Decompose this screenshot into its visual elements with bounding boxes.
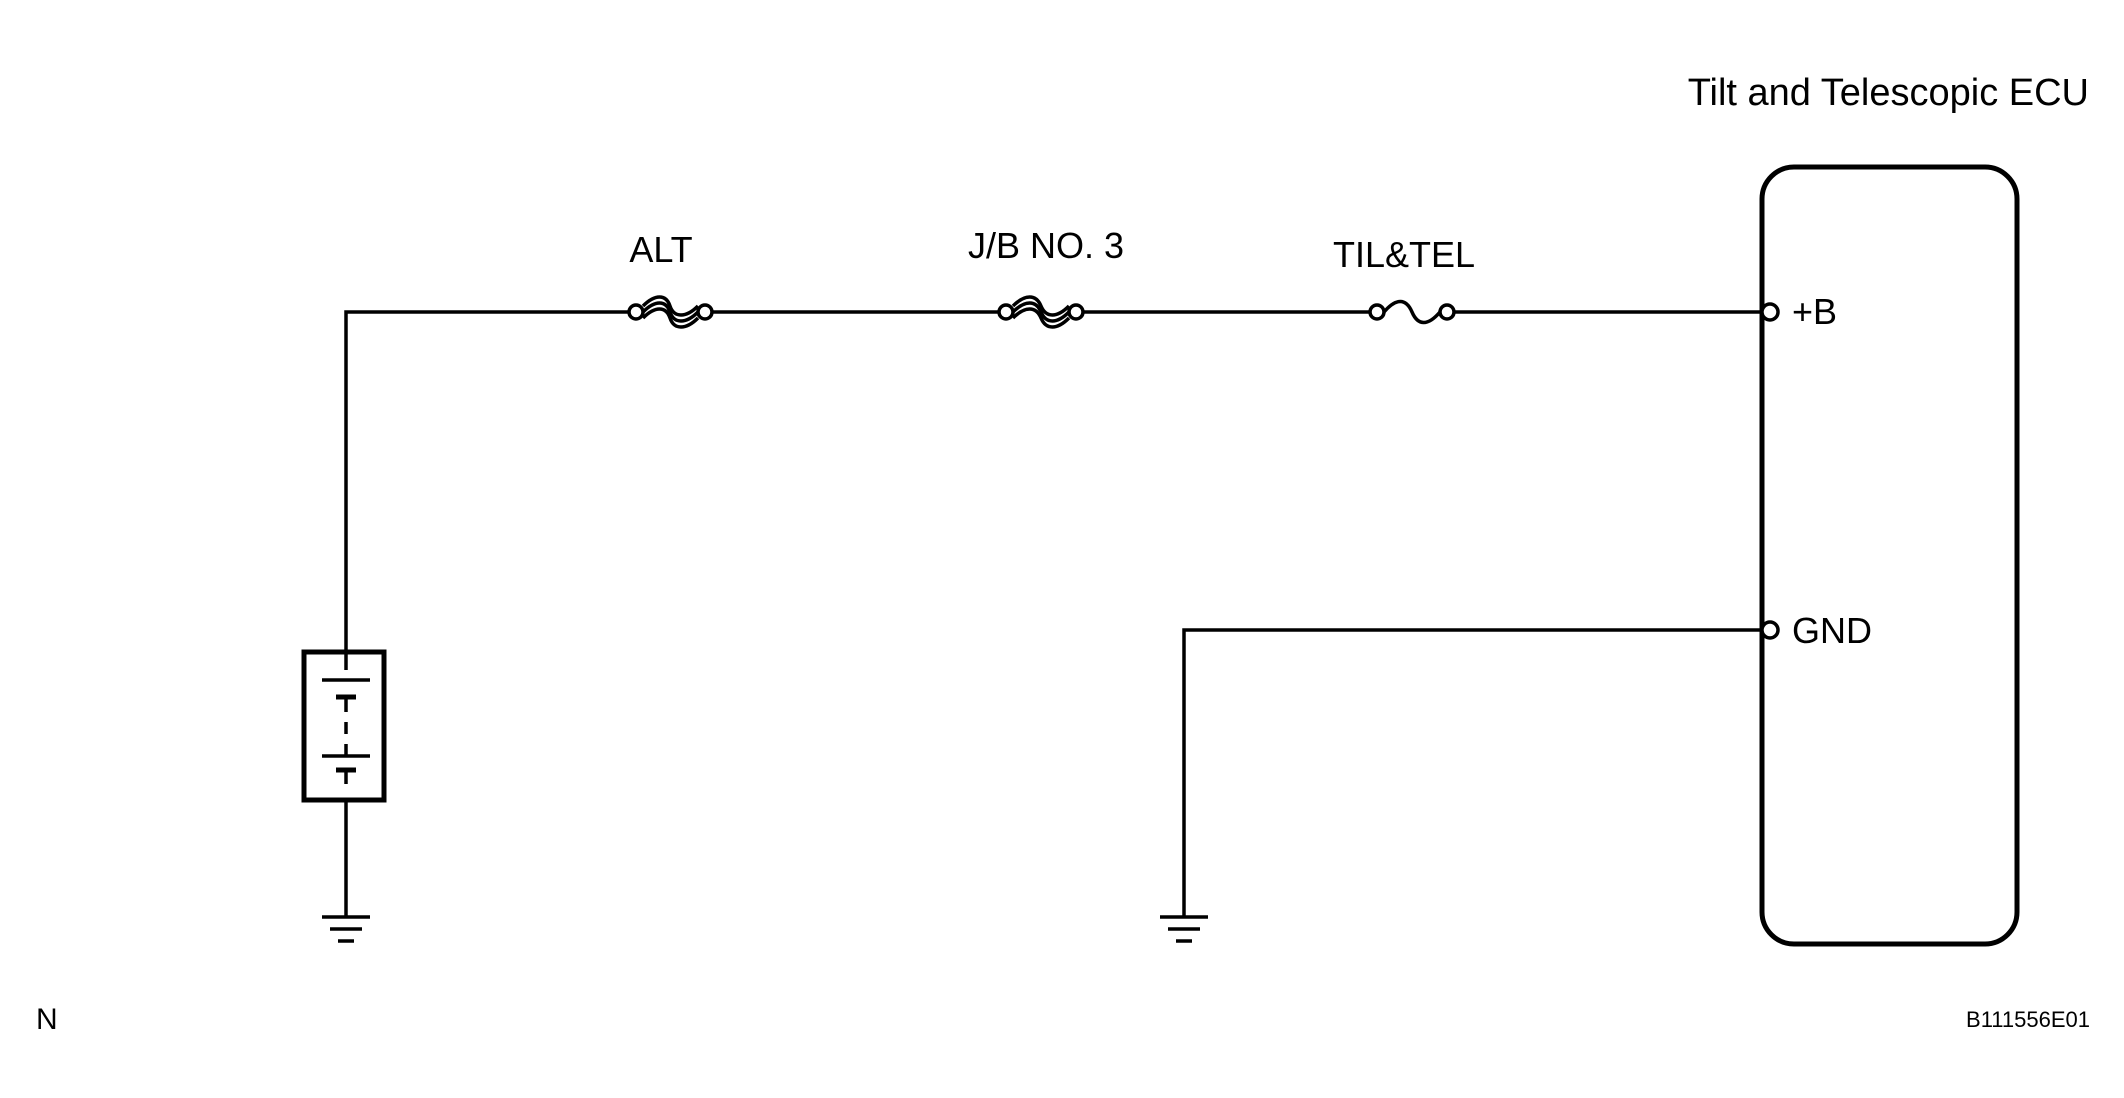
ground-icon <box>1160 915 1208 943</box>
power-wire <box>344 310 630 652</box>
battery-icon <box>301 649 387 803</box>
pin-b-label: +B <box>1792 291 1837 332</box>
tiltel-fuse-icon <box>1368 299 1456 325</box>
pin-gnd-label: GND <box>1792 610 1872 651</box>
gnd-wire <box>1182 628 1762 917</box>
alt-fuse-icon <box>627 295 714 329</box>
ecu-title: Tilt and Telescopic ECU <box>1688 72 2089 114</box>
fuse-label-alt: ALT <box>629 229 692 270</box>
figure-code: B111556E01 <box>1966 1007 2090 1032</box>
pin-gnd-terminal <box>1760 620 1780 640</box>
fuse-label-jb: J/B NO. 3 <box>968 225 1124 266</box>
pin-b-terminal <box>1760 302 1780 322</box>
jb-fuse-icon <box>997 295 1085 329</box>
ecu-box <box>1759 164 2020 947</box>
ground-icon <box>322 915 370 943</box>
corner-label-n: N <box>36 1003 58 1036</box>
fuse-label-tiltel: TIL&TEL <box>1333 234 1475 275</box>
